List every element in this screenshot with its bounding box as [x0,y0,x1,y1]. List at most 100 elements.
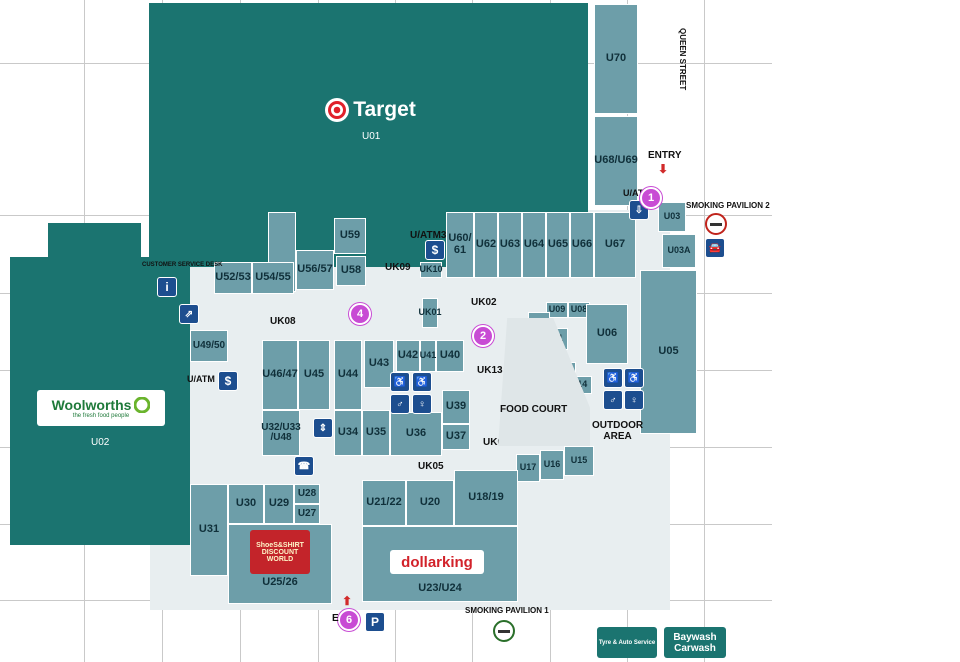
entry-top-arrow-icon: ⬇ [658,162,669,176]
unit-u03[interactable]: U03 [658,202,686,232]
target-unit: U01 [362,131,381,142]
unit-u39[interactable]: U39 [442,390,470,424]
unit-u17[interactable]: U17 [516,454,540,482]
female-toilet-icon[interactable]: ♀ [412,394,432,414]
unit-u59[interactable]: U59 [334,218,366,254]
info-icon[interactable]: i [157,277,177,297]
unit-u-atm3: U/ATM3 [410,230,447,241]
unit-u54[interactable]: U54/55 [252,262,294,294]
entry-bottom-arrow-icon: ⬆ [342,594,353,608]
baby-change-2-icon[interactable]: ♿ [603,368,623,388]
unit-u64[interactable]: U64 [522,212,546,278]
food-court-label: FOOD COURT [500,404,568,415]
unit-u18[interactable]: U18/19 [454,470,518,526]
target-logo: Target [320,96,420,124]
unit-u31[interactable]: U31 [190,484,228,576]
unit-u35[interactable]: U35 [362,410,390,456]
unit-u34[interactable]: U34 [334,410,362,456]
woolworths-unit: U02 [91,437,110,448]
unit-u29[interactable]: U29 [264,484,294,524]
shoes-discount-logo: ShoeS&SHIRT DISCOUNT WORLD [250,530,310,574]
unit-u45[interactable]: U45 [298,340,330,410]
woolworths-brand: Woolworths [51,397,132,413]
unit-u37[interactable]: U37 [442,424,470,450]
unit-uk02: UK02 [471,297,497,308]
customer-service-label: CUSTOMER SERVICE DESK [142,262,223,268]
accessible-toilet-icon[interactable]: ♿ [412,372,432,392]
smoking-pavilion-2-icon [705,213,727,235]
unit-u65[interactable]: U65 [546,212,570,278]
location-pin-2[interactable]: 2 [472,325,494,347]
unit-u42[interactable]: U42 [396,340,420,372]
unit-u27[interactable]: U27 [294,504,320,524]
unit-uk08: UK08 [270,316,296,327]
grid-line [704,0,705,662]
woolworths-tagline: the fresh food people [72,413,130,419]
unit-u30[interactable]: U30 [228,484,264,524]
unit-u28[interactable]: U28 [294,484,320,504]
unit-u52[interactable]: U52/53 [214,262,252,294]
unit-u68[interactable]: U68/U69 [594,116,638,206]
smoking-pavilion-2-label: SMOKING PAVILION 2 [686,201,770,210]
escalator-icon[interactable]: ⇗ [179,304,199,324]
unit-u15[interactable]: U15 [564,446,594,476]
parking-icon[interactable]: P [365,612,385,632]
location-pin-6[interactable]: 6 [338,609,360,631]
unit-u67[interactable]: U67 [594,212,636,278]
unit-u21[interactable]: U21/22 [362,480,406,526]
unit-uk01[interactable]: UK01 [419,298,442,328]
unit-uk10[interactable]: UK10 [420,262,443,278]
location-pin-1[interactable]: 1 [640,187,662,209]
location-pin-4[interactable]: 4 [349,303,371,325]
unit-u56[interactable]: U56/57 [296,250,334,290]
male-toilet-2-icon[interactable]: ♂ [603,390,623,410]
baywash-logo[interactable]: Baywash Carwash [664,627,726,658]
accessible-toilet-2-icon[interactable]: ♿ [624,368,644,388]
unit-u20[interactable]: U20 [406,480,454,526]
car-icon[interactable]: 🚘 [705,238,725,258]
woolworths-logo: Woolworths the fresh food people [37,390,165,426]
female-toilet-2-icon[interactable]: ♀ [624,390,644,410]
smoking-pavilion-1-label: SMOKING PAVILION 1 [465,606,549,615]
unit-u41[interactable]: U41 [420,340,436,372]
unit-u-atm-top: U/ATM [623,188,651,198]
unit-u58[interactable]: U58 [336,256,366,286]
dollarking-brand: dollarking [401,553,473,571]
unit-u09[interactable]: U09 [546,302,568,318]
male-toilet-icon[interactable]: ♂ [390,394,410,414]
unit-u05[interactable]: U05 [640,270,697,434]
unit-uk09: UK09 [385,262,411,273]
target-bullseye-icon [325,98,350,122]
unit-u43[interactable]: U43 [364,340,394,388]
unit-u46[interactable]: U46/47 [262,340,298,410]
atm-dollar-icon[interactable]: $ [425,240,445,260]
unit-u32[interactable]: U32/U33 /U48 [261,410,301,456]
atm-left-dollar-icon[interactable]: $ [218,371,238,391]
unit-u66[interactable]: U66 [570,212,594,278]
unit-u03a[interactable]: U03A [662,234,696,268]
unit-u06[interactable]: U06 [586,304,628,364]
phone-icon[interactable]: ☎ [294,456,314,476]
unit-uk13: UK13 [477,365,503,376]
unit-u60[interactable]: U60/ 61 [446,212,474,278]
unit-u23[interactable]: U23/U24 [362,526,518,602]
tyre-auto-service-logo[interactable]: Tyre & Auto Service [597,627,657,658]
unit-u70[interactable]: U70 [594,4,638,114]
unit-u62[interactable]: U62 [474,212,498,278]
entry-bottom-label: E [332,613,339,624]
unit-u44[interactable]: U44 [334,340,362,410]
unit-uk05: UK05 [418,461,444,472]
target-brand: Target [353,98,416,121]
lift-icon[interactable]: ⇕ [313,418,333,438]
unit-u49[interactable]: U49/50 [190,330,228,362]
unit-u40[interactable]: U40 [436,340,464,372]
unit-u-atm-left: U/ATM [187,374,215,384]
unit-u16[interactable]: U16 [540,450,564,480]
dollarking-logo: dollarking [390,550,484,574]
unit-u36[interactable]: U36 [390,412,442,456]
unit-u63[interactable]: U63 [498,212,522,278]
smoking-pavilion-1-icon [493,620,515,642]
woolworths-leaf-icon [134,397,151,413]
baby-change-icon[interactable]: ♿ [390,372,410,392]
